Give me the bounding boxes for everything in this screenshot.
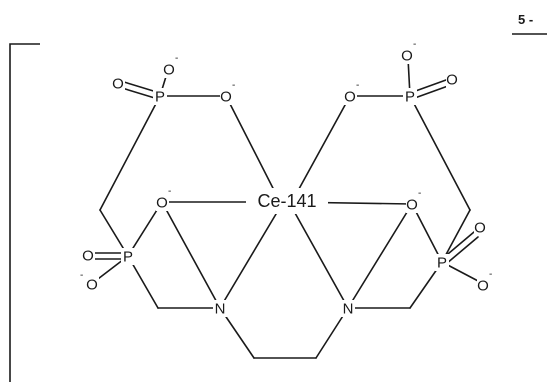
atom-o-right-coord: O- xyxy=(406,188,421,214)
atom-o-p1-right: O- xyxy=(220,80,235,106)
svg-text:-: - xyxy=(168,186,171,197)
atom-o-p2-lower: O- xyxy=(80,270,99,294)
atom-o-p3-lower: O- xyxy=(477,269,492,295)
atom-n2: N xyxy=(341,300,355,318)
svg-text:-: - xyxy=(489,269,492,280)
metal-label: Ce-141 xyxy=(257,191,316,211)
svg-text:-: - xyxy=(356,80,359,91)
bond-p3-o-upper xyxy=(411,203,443,263)
svg-text:-: - xyxy=(232,80,235,91)
atom-o-left-coord: O- xyxy=(156,186,171,212)
atom-p4: P xyxy=(403,88,417,106)
svg-text:O: O xyxy=(446,72,458,89)
bond-p4-ch2 xyxy=(409,95,471,211)
atom-o-p4-top: O- xyxy=(401,39,416,65)
svg-text:O: O xyxy=(163,62,175,79)
svg-text:O: O xyxy=(156,195,168,212)
svg-text:-: - xyxy=(413,39,416,50)
svg-text:O: O xyxy=(477,278,489,295)
atom-p2: P xyxy=(121,248,135,266)
bond-p3-o-double-b xyxy=(445,236,479,265)
atom-o-p4-left: O- xyxy=(344,80,359,106)
atom-o-p2-double: O xyxy=(82,248,95,265)
bond-n2-ce xyxy=(289,203,349,309)
svg-text:O: O xyxy=(401,48,413,65)
bond-p4-o-double-b xyxy=(411,85,449,100)
bond-o-n1 xyxy=(161,201,221,309)
atom-p1: P xyxy=(153,88,167,106)
left-bracket xyxy=(9,43,40,382)
svg-text:O: O xyxy=(344,89,356,106)
bonds xyxy=(93,57,481,359)
svg-text:N: N xyxy=(343,301,354,318)
atom-o-p4-double: O xyxy=(446,72,459,89)
svg-text:P: P xyxy=(437,255,447,272)
svg-text:P: P xyxy=(123,249,133,266)
bond-ch2-p3 xyxy=(441,209,471,263)
bond-n1-ce xyxy=(219,203,283,309)
atom-o-p3-double: O xyxy=(474,220,487,237)
charge-bracket: 5 - xyxy=(9,12,547,382)
bond-o-ce-upper-right xyxy=(293,95,351,199)
svg-text:O: O xyxy=(112,76,124,93)
overall-charge-label: 5 - xyxy=(518,12,533,27)
svg-text:N: N xyxy=(215,301,226,318)
atom-p3: P xyxy=(435,254,449,272)
atom-labels: P O- O O- P O- O O- O- O- P O O- P O O- … xyxy=(80,39,492,318)
svg-text:O: O xyxy=(406,197,418,214)
bond-o-n2 xyxy=(347,203,413,309)
svg-text:P: P xyxy=(405,89,415,106)
atom-o-p1-double: O xyxy=(112,76,125,93)
svg-text:O: O xyxy=(220,89,232,106)
svg-text:-: - xyxy=(80,270,83,281)
atom-n1: N xyxy=(213,300,227,318)
svg-text:O: O xyxy=(86,277,98,294)
svg-text:-: - xyxy=(418,188,421,199)
svg-text:O: O xyxy=(474,220,486,237)
bond-o-ce-upper-left xyxy=(225,95,279,199)
bond-p1-o-double-b xyxy=(121,87,159,100)
cerium-center: Ce-141 xyxy=(246,188,328,214)
bond-p1-ch2 xyxy=(99,95,161,211)
svg-text:O: O xyxy=(82,248,94,265)
atom-o-p1-top: O- xyxy=(163,53,178,79)
svg-text:-: - xyxy=(175,53,178,64)
svg-text:P: P xyxy=(155,89,165,106)
